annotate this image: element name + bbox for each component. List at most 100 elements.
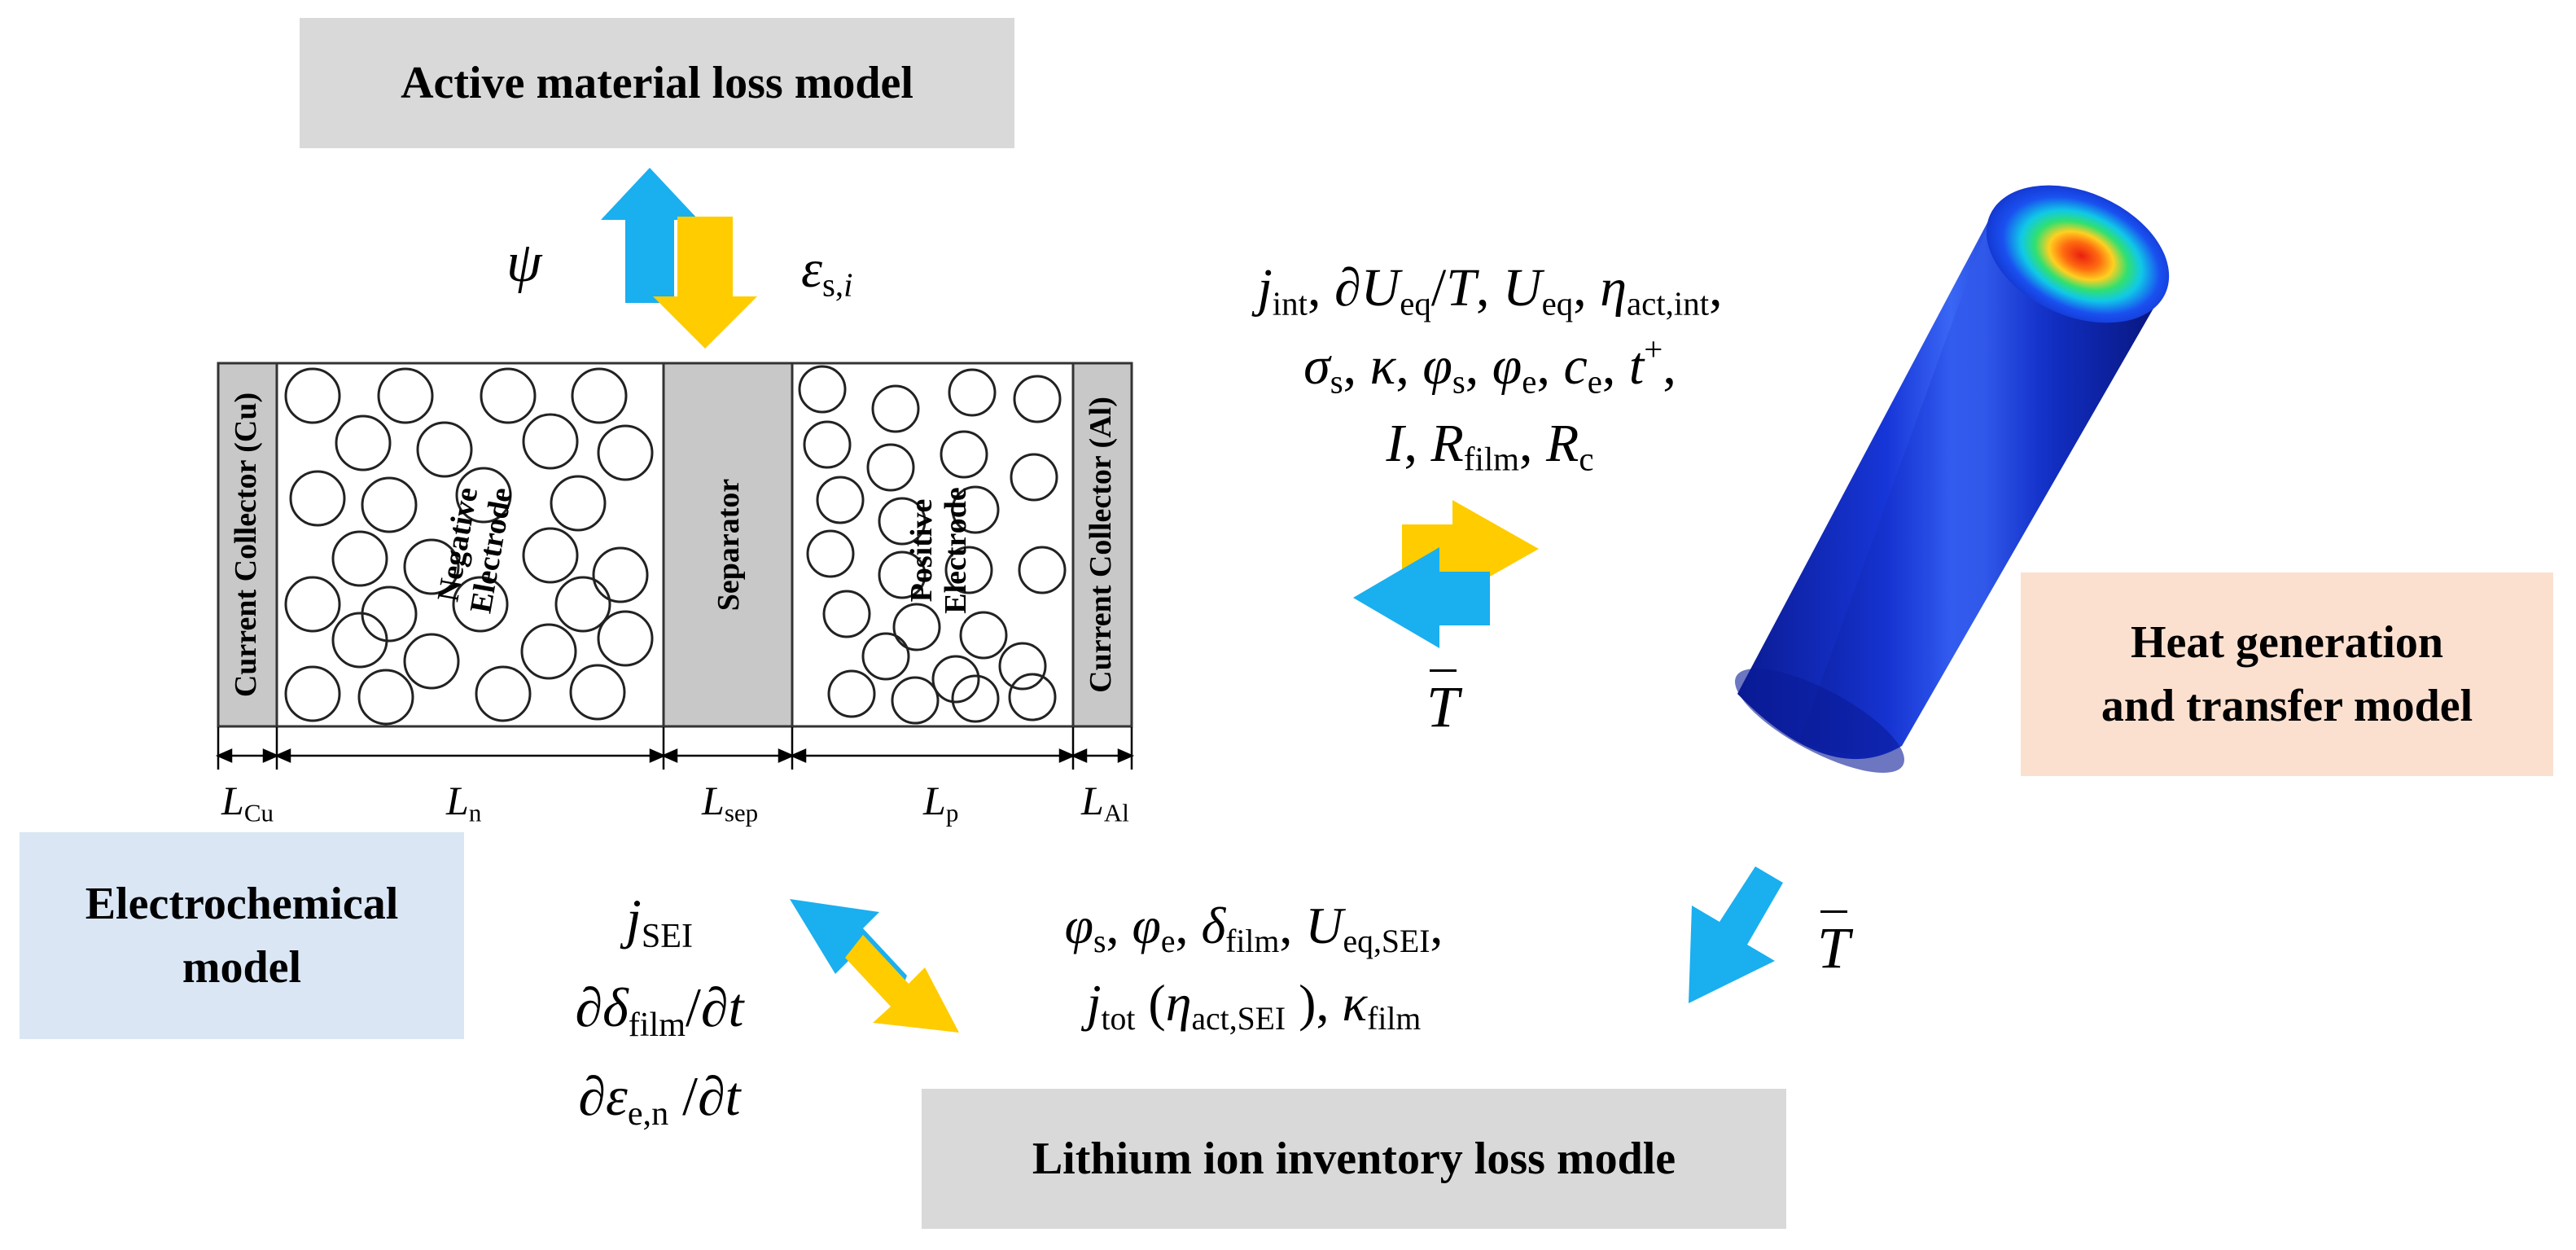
- sei-ddelta-dt: ∂δfilm/∂t: [575, 976, 744, 1044]
- heat-label-line2: and transfer model: [2101, 681, 2473, 731]
- electrode-particle: [331, 530, 388, 587]
- cell-schematic: Current Collector (Cu) Separator Current…: [217, 362, 1133, 728]
- electrode-particle: [361, 476, 418, 533]
- electrode-particle: [550, 475, 607, 532]
- dimension-arrowhead: [262, 748, 280, 763]
- sei-variables: jSEI ∂δfilm/∂t ∂εe,n /∂t: [521, 875, 798, 1140]
- electrode-particle: [1010, 453, 1058, 502]
- electrode-particle: [866, 443, 915, 492]
- arrow-downright-yellow: [845, 935, 959, 1033]
- heat-vars-line1: jint, ∂Ueq/T, Ueq, ηact,int,: [1257, 258, 1723, 322]
- electrode-particle: [816, 476, 865, 524]
- sei-j: jSEI: [625, 888, 694, 955]
- electrode-particle: [959, 611, 1008, 660]
- dimension-arrowhead: [274, 748, 291, 763]
- electrode-particle: [1018, 546, 1067, 594]
- electrode-particle: [891, 676, 940, 725]
- electrochemical-label-line2: model: [182, 942, 302, 993]
- electrode-particle: [554, 576, 611, 633]
- t-bar-glyph: T: [1426, 674, 1460, 739]
- double-arrow-horizontal-icon: [1353, 500, 1539, 648]
- active-material-loss-label: Active material loss model: [401, 58, 913, 108]
- dimension-arrowhead: [649, 748, 667, 763]
- single-arrow-down-left-icon: [1689, 866, 1783, 1003]
- eps-si-symbol: εs,i: [801, 243, 853, 302]
- positive-label-line1: Positive: [905, 499, 939, 603]
- t-bar-lithium: T: [1817, 919, 1850, 977]
- double-arrow-diagonal-icon: [790, 899, 959, 1033]
- electrode-particle: [289, 470, 346, 527]
- electrode-particle: [803, 420, 852, 469]
- electrode-particle: [806, 529, 855, 578]
- electrode-particle: [331, 612, 388, 669]
- lithium-vars-line1: φs, φe, δfilm, Ueq,SEI,: [1064, 897, 1444, 960]
- separator-label: Separator: [712, 479, 746, 612]
- electrode-particle: [452, 576, 509, 633]
- psi-symbol: ψ: [506, 235, 541, 292]
- electrode-particle: [998, 642, 1047, 691]
- electrode-particle: [284, 665, 341, 722]
- dimension-lines: [215, 727, 1135, 770]
- electrode-particle: [284, 367, 341, 424]
- electrode-particle: [522, 527, 579, 584]
- electrode-particle: [878, 550, 927, 599]
- electrode-particle: [475, 665, 532, 722]
- dimension-arrowhead: [1117, 748, 1135, 763]
- lithium-variables: φs, φe, δfilm, Ueq,SEI, jtot (ηact,SEI )…: [969, 888, 1539, 1042]
- electrode-particle: [827, 669, 876, 718]
- electrode-particle: [403, 633, 460, 690]
- lithium-vars-line2: jtot (ηact,SEI ), κfilm: [1086, 973, 1422, 1037]
- t-bar-heat: T: [1426, 678, 1459, 736]
- electrode-particle: [520, 623, 577, 680]
- electrode-particle: [861, 632, 910, 681]
- electrode-particle: [892, 603, 941, 651]
- dimension-arrowhead: [778, 748, 795, 763]
- arrow-down-yellow: [653, 217, 757, 349]
- separator-layer: [662, 362, 794, 728]
- heat-variables: jint, ∂Ueq/T, Ueq, ηact,int, σs, κ, φs, …: [1172, 249, 1807, 483]
- positive-label-line2: Electrode: [939, 487, 973, 613]
- electrode-particle: [597, 424, 654, 481]
- electrode-particle: [948, 368, 997, 417]
- electrode-particle: [455, 467, 512, 524]
- electrode-particle: [480, 367, 537, 424]
- double-arrow-vertical-icon: [601, 168, 757, 349]
- battery-cylinder-3d-icon: [1735, 185, 2170, 773]
- positive-particles: [798, 365, 1067, 725]
- electrode-particle: [951, 485, 1000, 534]
- al-collector-layer: [1071, 362, 1133, 728]
- electrode-particle: [822, 590, 871, 638]
- dim-l-sep: Lsep: [702, 778, 759, 827]
- dimension-arrowhead: [789, 748, 807, 763]
- electrode-particle: [1013, 375, 1062, 423]
- dimension-arrowhead: [1058, 748, 1076, 763]
- negative-particles: [284, 367, 654, 726]
- dim-l-p: Lp: [923, 778, 959, 827]
- electrode-particle: [377, 367, 434, 424]
- electrochemical-label-line1: Electrochemical: [85, 878, 399, 929]
- dim-l-cu: LCu: [221, 778, 274, 827]
- heat-vars-line2: σs, κ, φs, φe, ce, t+,: [1303, 331, 1676, 401]
- t-bar-glyph-2: T: [1817, 915, 1851, 980]
- electrode-particle: [357, 669, 414, 726]
- electrode-particle: [335, 414, 392, 471]
- heat-model-box: Heat generation and transfer model: [2021, 572, 2553, 776]
- eps-sub: s,: [822, 266, 844, 304]
- heat-vars-line3: I, Rfilm, Rc: [1386, 414, 1594, 478]
- electrode-particle: [940, 430, 988, 479]
- al-collector-label: Current Collector (Al): [1084, 397, 1118, 693]
- dimension-arrowhead: [660, 748, 678, 763]
- eps-sub-i: i: [843, 266, 853, 304]
- dim-l-al: LAl: [1081, 778, 1129, 827]
- electrode-particle: [944, 546, 993, 594]
- electrode-particle: [878, 497, 927, 546]
- electrode-particle: [798, 365, 847, 414]
- electrode-particle: [403, 538, 460, 595]
- electrode-particle: [522, 413, 579, 470]
- electrode-particle: [284, 576, 341, 633]
- electrode-particle: [569, 664, 626, 721]
- electrode-particle: [951, 674, 1000, 723]
- lithium-inventory-loss-label: Lithium ion inventory loss modle: [1032, 1134, 1676, 1184]
